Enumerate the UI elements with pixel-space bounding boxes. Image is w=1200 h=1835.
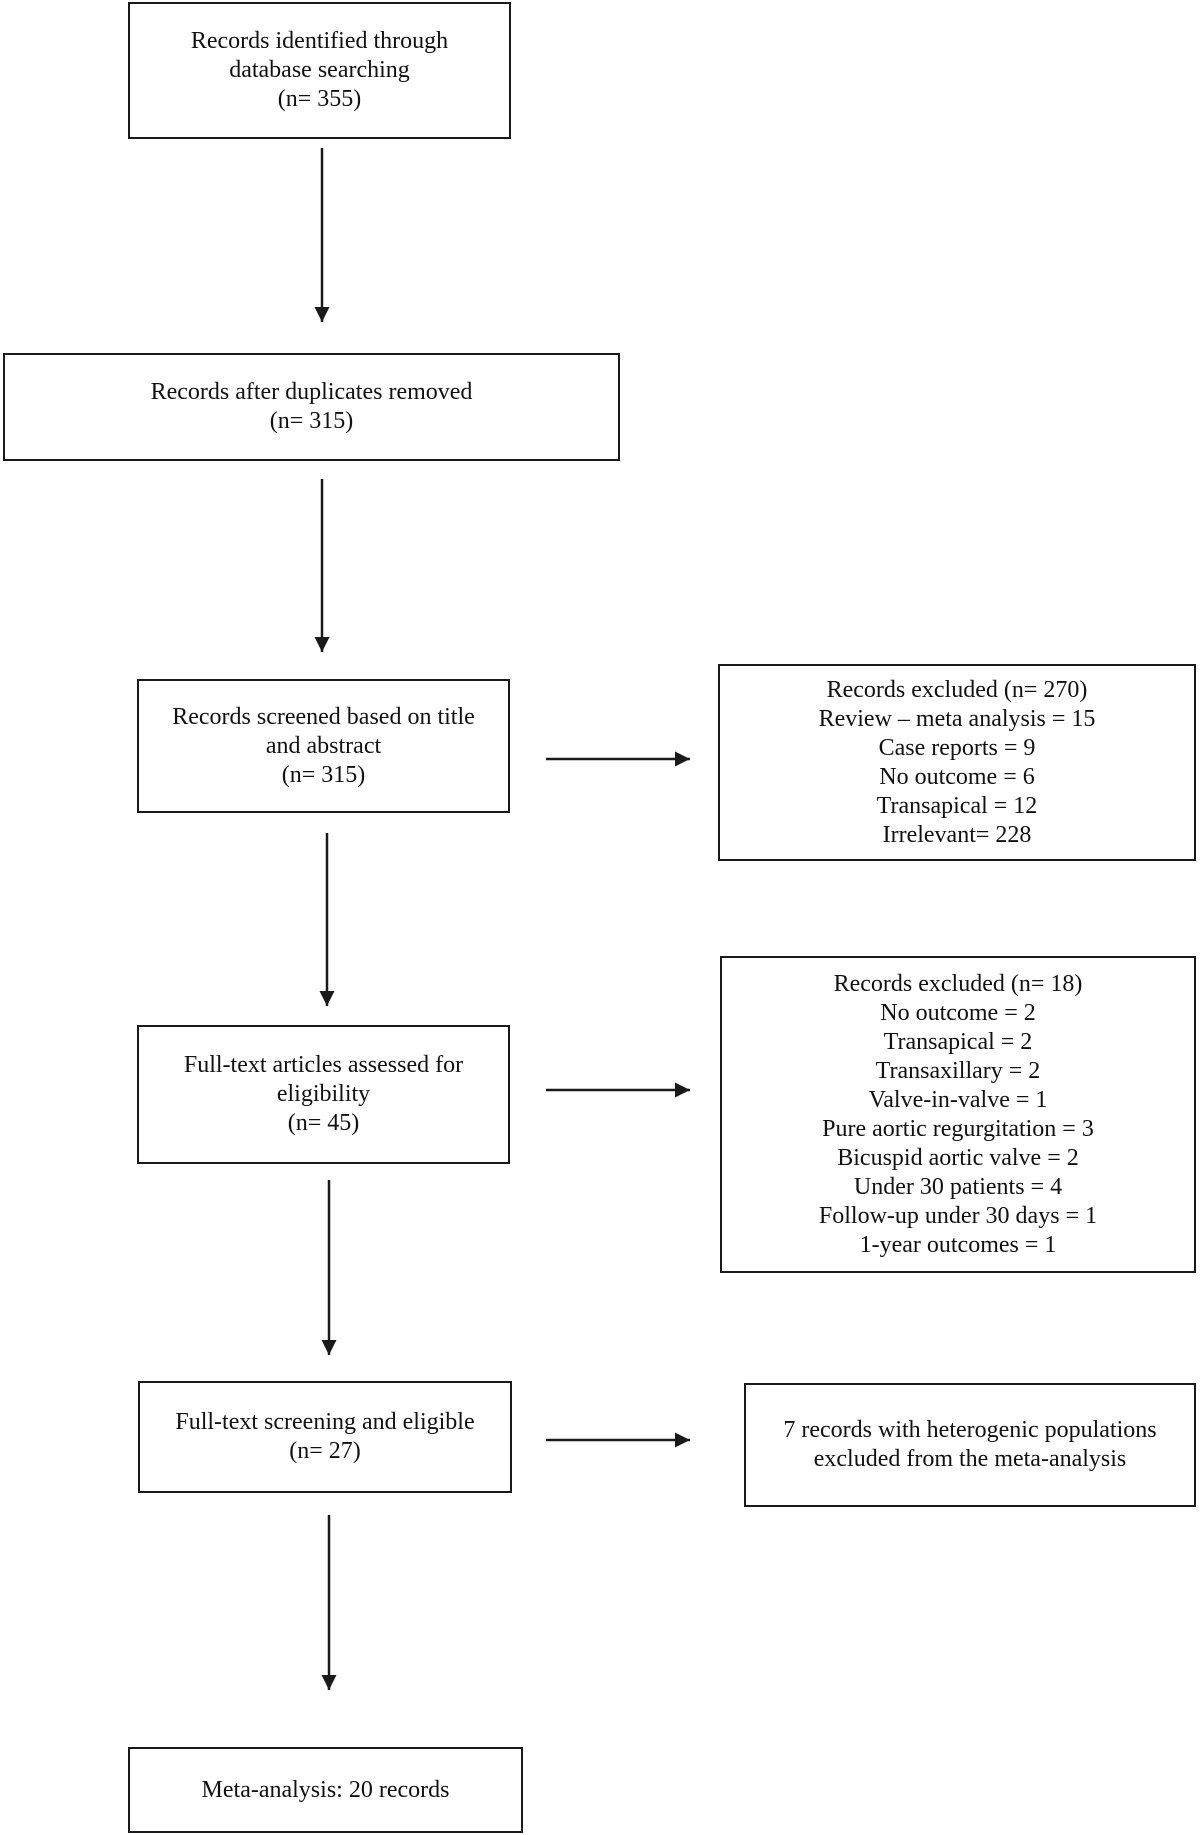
identified-records-line: database searching	[229, 57, 410, 83]
excluded-fulltext-reason: Valve-in-valve = 1	[868, 1086, 1048, 1113]
excluded-screening-reason: Case reports = 9	[878, 734, 1036, 761]
eligible-records-line: Full-text screening and eligible	[175, 1409, 475, 1435]
excluded-fulltext-heading: Records excluded (n= 18)	[833, 970, 1083, 997]
eligible-records-box: Full-text screening and eligible (n= 27)	[138, 1381, 512, 1493]
fulltext-assessed-line: Full-text articles assessed for	[183, 1052, 464, 1078]
meta-analysis-box: Meta-analysis: 20 records	[128, 1747, 523, 1833]
screened-records-line: and abstract	[265, 732, 382, 759]
heterogenic-excluded-line: excluded from the meta-analysis	[813, 1446, 1127, 1472]
heterogenic-excluded-box: 7 records with heterogenic populations e…	[744, 1383, 1196, 1507]
deduplicated-records-count: (n= 315)	[269, 408, 354, 434]
fulltext-assessed-box: Full-text articles assessed for eligibil…	[137, 1025, 510, 1164]
excluded-fulltext-reason: Under 30 patients = 4	[853, 1173, 1063, 1200]
screened-records-line: Records screened based on title	[172, 703, 475, 730]
screened-records-count: (n= 315)	[281, 761, 366, 788]
deduplicated-records-box: Records after duplicates removed (n= 315…	[3, 353, 620, 461]
excluded-fulltext-reason: Transaxillary = 2	[875, 1057, 1041, 1084]
excluded-fulltext-reason: Bicuspid aortic valve = 2	[837, 1144, 1079, 1171]
excluded-fulltext-reason: No outcome = 2	[880, 999, 1036, 1026]
identified-records-line: Records identified through	[190, 28, 449, 54]
excluded-fulltext-reason: Pure aortic regurgitation = 3	[822, 1115, 1094, 1142]
excluded-screening-reason: Irrelevant= 228	[882, 821, 1032, 848]
excluded-fulltext-reason: Follow-up under 30 days = 1	[818, 1202, 1098, 1229]
fulltext-assessed-count: (n= 45)	[287, 1110, 360, 1136]
excluded-screening-box: Records excluded (n= 270) Review – meta …	[718, 664, 1196, 861]
excluded-screening-heading: Records excluded (n= 270)	[826, 676, 1088, 703]
screened-records-box: Records screened based on title and abst…	[137, 679, 510, 813]
excluded-fulltext-box: Records excluded (n= 18) No outcome = 2 …	[720, 956, 1196, 1273]
eligible-records-count: (n= 27)	[289, 1438, 361, 1464]
excluded-screening-reason: Transapical = 12	[876, 792, 1038, 819]
deduplicated-records-line: Records after duplicates removed	[150, 379, 473, 405]
excluded-screening-reason: Review – meta analysis = 15	[818, 705, 1096, 732]
identified-records-box: Records identified through database sear…	[128, 2, 511, 139]
excluded-fulltext-reason: Transapical = 2	[883, 1028, 1033, 1055]
heterogenic-excluded-line: 7 records with heterogenic populations	[783, 1417, 1157, 1443]
identified-records-count: (n= 355)	[277, 86, 362, 112]
fulltext-assessed-line: eligibility	[276, 1081, 371, 1107]
meta-analysis-label: Meta-analysis: 20 records	[201, 1776, 450, 1803]
excluded-fulltext-reason: 1-year outcomes = 1	[859, 1231, 1057, 1258]
excluded-screening-reason: No outcome = 6	[879, 763, 1035, 790]
